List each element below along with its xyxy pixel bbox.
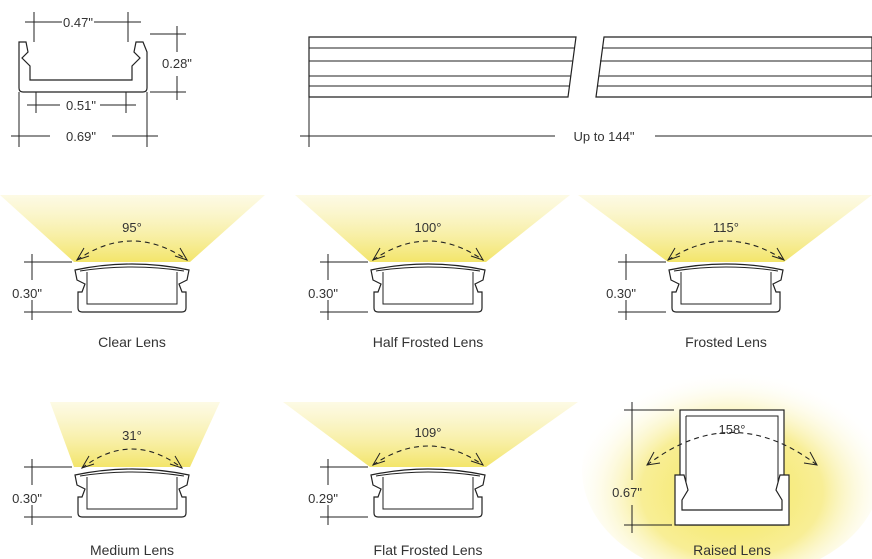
- height-label: 0.30": [606, 286, 636, 301]
- dim-outer-width: 0.69": [66, 129, 96, 144]
- beam-angle-arc: [372, 240, 484, 261]
- dim-inner-width: 0.51": [66, 98, 96, 113]
- lens-panel-1: 95° 0.30" Clear Lens: [0, 195, 265, 350]
- height-label: 0.30": [12, 491, 42, 506]
- channel-profile: [370, 468, 486, 518]
- channel-profile: [370, 263, 486, 313]
- lens-panel-3: 115° 0.30" Frosted Lens: [578, 195, 872, 350]
- light-beam: [283, 402, 578, 467]
- light-beam: [578, 195, 872, 262]
- lens-panel-6: 158° 0.67" Raised Lens: [582, 360, 872, 559]
- beam-angle-label: 95°: [122, 220, 142, 235]
- light-beam: [295, 195, 570, 262]
- lens-name: Flat Frosted Lens: [374, 542, 483, 558]
- beam-angle-label: 115°: [713, 220, 739, 235]
- beam-angle-label: 109°: [415, 425, 442, 440]
- lens-panel-4: 31° 0.30" Medium Lens: [12, 402, 220, 558]
- dim-top-width: 0.47": [63, 15, 93, 30]
- beam-angle-arc: [76, 240, 188, 261]
- channel-profile: [674, 474, 790, 526]
- lens-name: Raised Lens: [693, 542, 771, 558]
- channel-profile: [74, 263, 190, 313]
- height-label: 0.30": [308, 286, 338, 301]
- light-beam: [50, 402, 220, 467]
- height-label: 0.30": [12, 286, 42, 301]
- beam-angle-arc: [372, 445, 484, 466]
- beam-angle-label: 100°: [415, 220, 442, 235]
- channel-profile: [74, 468, 190, 518]
- lens-name: Frosted Lens: [685, 334, 767, 350]
- length-view-drawing: [300, 36, 872, 147]
- cross-section-drawing: [11, 12, 186, 147]
- beam-angle-arc: [667, 240, 785, 261]
- beam-angle-label: 31°: [122, 428, 142, 443]
- beam-angle-label: 158°: [719, 422, 746, 437]
- beam-angle-arc: [81, 448, 183, 469]
- lens-name: Half Frosted Lens: [373, 334, 484, 350]
- beam-angle-arc: [646, 432, 818, 466]
- lens-name: Medium Lens: [90, 542, 174, 558]
- lens-panel-2: 100° 0.30" Half Frosted Lens: [295, 195, 570, 350]
- lens-panel-5: 109° 0.29" Flat Frosted Lens: [283, 402, 578, 558]
- channel-profile: [668, 263, 784, 313]
- length-label: Up to 144": [574, 129, 635, 144]
- light-beam: [0, 195, 265, 262]
- lens-name: Clear Lens: [98, 334, 166, 350]
- height-label: 0.29": [308, 491, 338, 506]
- height-label: 0.67": [612, 485, 642, 500]
- dim-height: 0.28": [162, 56, 192, 71]
